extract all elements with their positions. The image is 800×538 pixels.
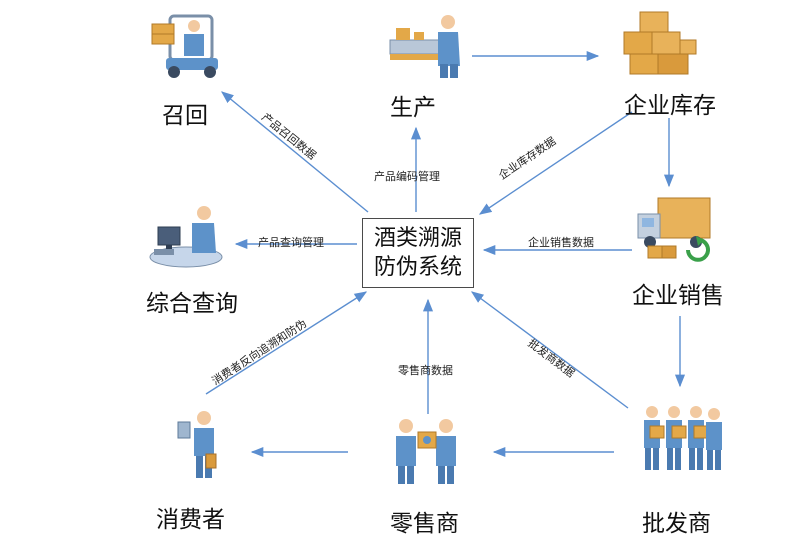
arrow-recall-to-center xyxy=(221,91,369,213)
edge-label-retail-data: 零售商数据 xyxy=(398,364,453,377)
desk-worker-icon xyxy=(149,206,223,268)
factory-worker-icon xyxy=(389,15,460,78)
stacked-boxes-icon xyxy=(623,11,697,75)
arrow-consumer-to-center xyxy=(205,291,368,395)
center-system-box: 酒类溯源 防伪系统 xyxy=(362,218,474,288)
node-label-query: 综合查询 xyxy=(146,291,238,317)
node-label-consumer: 消费者 xyxy=(156,507,225,533)
center-title-line1: 酒类溯源 xyxy=(373,226,462,251)
edge-label-sales-data: 企业销售数据 xyxy=(528,236,594,249)
node-label-production: 生产 xyxy=(390,95,436,121)
edge-label-query-mgmt: 产品查询管理 xyxy=(258,236,324,249)
edge-label-coding-mgmt: 产品编码管理 xyxy=(374,170,440,183)
node-label-recall: 召回 xyxy=(162,103,208,129)
node-label-retailer: 零售商 xyxy=(390,511,459,537)
delivery-truck-icon xyxy=(637,197,711,262)
node-label-sales: 企业销售 xyxy=(632,283,724,309)
person-with-phone-icon xyxy=(177,411,217,478)
center-title-line2: 防伪系统 xyxy=(373,255,462,280)
handshake-icon xyxy=(396,419,456,484)
group-with-boxes-icon xyxy=(644,406,722,470)
arrow-wholesaler-to-center xyxy=(470,291,629,409)
node-label-inventory: 企业库存 xyxy=(624,93,716,119)
arrow-inventory-to-center xyxy=(478,111,633,215)
node-label-wholesaler: 批发商 xyxy=(642,511,711,537)
forklift-worker-icon xyxy=(151,14,218,78)
